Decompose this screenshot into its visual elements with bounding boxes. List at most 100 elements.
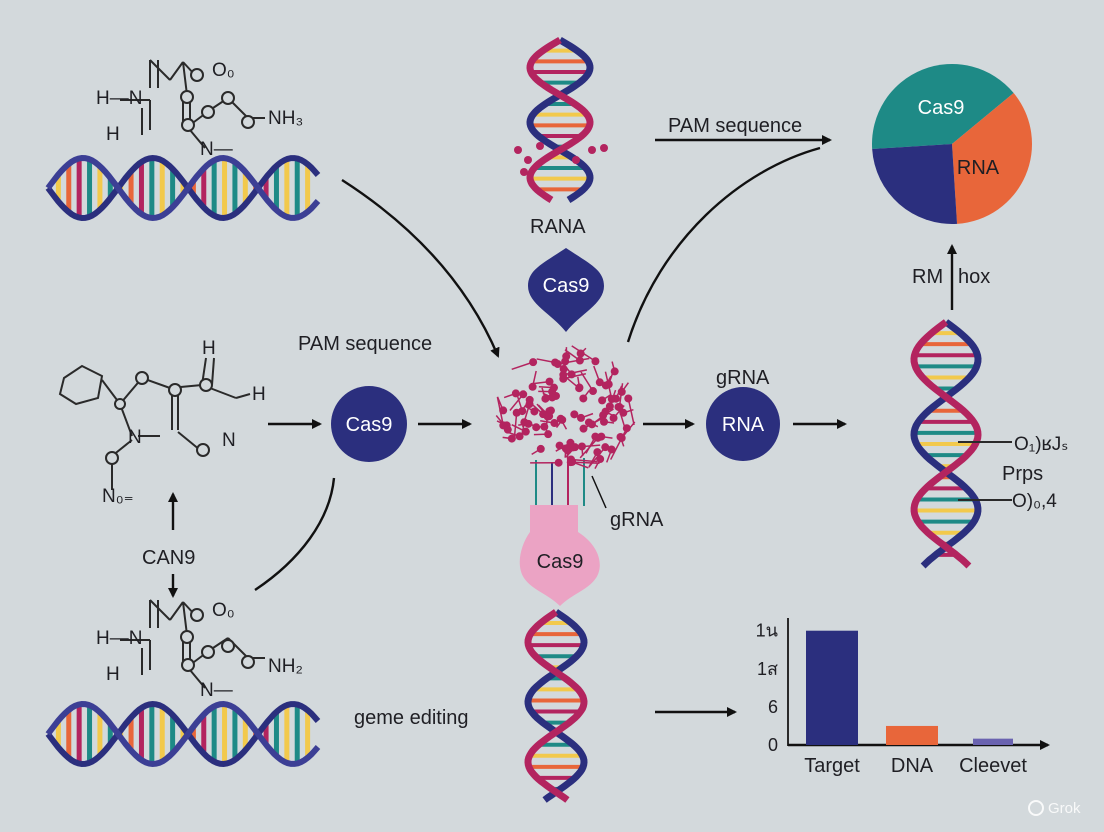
complex-bead: [575, 356, 584, 365]
molecule-middle-n0: N₀₌: [102, 486, 134, 507]
label-pam-sequence-mid: PAM sequence: [298, 333, 432, 355]
molecule-middle: H H N N N₀₌: [58, 338, 266, 507]
complex-bead: [591, 432, 600, 441]
node-cas9-circle: Cas9: [331, 386, 407, 462]
complex-bead: [595, 378, 604, 387]
complex-bead: [617, 434, 626, 443]
complex-bead: [524, 419, 533, 428]
complex-bead: [528, 382, 537, 391]
watermark-text: Grok: [1048, 800, 1081, 817]
complex-bead: [599, 417, 608, 426]
molecule-top-n: N—: [200, 139, 233, 160]
complex-bead: [521, 427, 530, 436]
complex-bead: [588, 387, 597, 396]
cas9-grna-complex: [495, 345, 636, 509]
complex-bead: [550, 419, 559, 428]
complex-bead: [593, 448, 602, 457]
dna-helix-top-left-strand: [45, 154, 321, 222]
molecule-top-nh: NH₃: [268, 108, 303, 129]
pie-label: Cas9: [918, 97, 965, 119]
curve-bottom-to-cas9: [254, 477, 336, 591]
bar-y-tick-label: 0: [768, 735, 778, 755]
label-rana: RANA: [530, 216, 586, 238]
molecule-top-h: H: [106, 124, 120, 145]
molecule-top: H—N H O₀ NH₃ N—: [96, 59, 303, 160]
dna-helix-top-center: [514, 36, 608, 203]
complex-bead: [545, 412, 554, 421]
dna-helix-top-left-strand: [45, 154, 321, 222]
dna-helix-bottom-left-strand: [45, 700, 321, 768]
dna-helix-bottom-center-strand: [524, 609, 588, 803]
complex-link: [627, 398, 635, 426]
dna-helix-top-center-strand: [526, 36, 594, 203]
complex-bead: [548, 393, 557, 402]
complex-link: [610, 427, 628, 460]
complex-bead: [540, 422, 549, 431]
dna-helix-right: [910, 319, 982, 569]
complex-bead: [518, 407, 527, 416]
complex-bead: [554, 458, 563, 467]
complex-bead: [597, 432, 606, 441]
bar-y-tick-label: 6: [768, 697, 778, 717]
complex-bead: [610, 367, 619, 376]
dna-helix-bottom-left: [45, 700, 321, 768]
complex-bead: [507, 434, 516, 443]
complex-bead: [601, 443, 610, 452]
label-can9: CAN9: [142, 547, 195, 569]
complex-bead: [596, 455, 605, 464]
molecule-bottom-n: N—: [200, 680, 233, 701]
label-hox: hox: [958, 266, 990, 288]
bar-category-label: DNA: [891, 755, 934, 777]
complex-bead: [587, 420, 596, 429]
curve-complex-to-pie: [626, 146, 821, 343]
molecule-middle-n-right: N: [222, 430, 236, 451]
molecule-top-o0: O₀: [212, 60, 235, 81]
dna-helix-right-strand: [910, 319, 982, 569]
dna-helix-bottom-center: [524, 609, 588, 803]
complex-bead: [562, 352, 571, 361]
helix-bead: [600, 144, 608, 152]
node-cas9-pink-label: Cas9: [537, 551, 584, 573]
node-cas9-circle-label: Cas9: [346, 414, 393, 436]
molecule-bottom-o0: O₀: [212, 600, 235, 621]
complex-bead: [556, 414, 565, 423]
complex-bead: [549, 383, 558, 392]
complex-bead: [624, 394, 633, 403]
molecule-bottom-hn: H—N: [96, 628, 142, 649]
pie-label: RNA: [957, 157, 1000, 179]
label-pam-sequence-top: PAM sequence: [668, 115, 802, 137]
dna-helix-top-center-strand: [526, 36, 594, 203]
complex-link: [557, 357, 590, 365]
complex-bead: [559, 370, 568, 379]
complex-bead: [609, 414, 618, 423]
complex-bead: [598, 396, 607, 405]
helix-bead: [572, 156, 580, 164]
complex-link: [563, 369, 588, 376]
complex-bead: [579, 424, 588, 433]
label-o1: O₁)ʁJₛ: [1014, 434, 1068, 455]
complex-bead: [541, 394, 550, 403]
pie-slice: [952, 93, 1033, 224]
helix-bead: [536, 142, 544, 150]
complex-bead: [607, 445, 616, 454]
bar-y-tick-label: 1ส: [757, 659, 778, 679]
complex-link: [513, 412, 518, 438]
complex-bead: [591, 357, 600, 366]
complex-bead: [604, 380, 613, 389]
complex-bead: [545, 377, 554, 386]
node-rna-circle-label: RNA: [722, 414, 765, 436]
molecule-bottom: H—N H O₀ NH₂ N—: [96, 599, 303, 701]
complex-bead: [553, 360, 562, 369]
helix-bead: [520, 168, 528, 176]
molecule-top-hn: H—N: [96, 88, 142, 109]
watermark: Grok: [1028, 800, 1081, 817]
arrow-molecule-to-complex: [341, 178, 500, 358]
dna-helix-bottom-left-strand: [45, 700, 321, 768]
label-prps: Prps: [1002, 463, 1043, 485]
dna-helix-top-left: [45, 154, 321, 222]
bar-category-label: Target: [804, 755, 860, 777]
complex-bead: [519, 390, 528, 399]
complex-bead: [511, 389, 520, 398]
complex-bead: [568, 443, 577, 452]
